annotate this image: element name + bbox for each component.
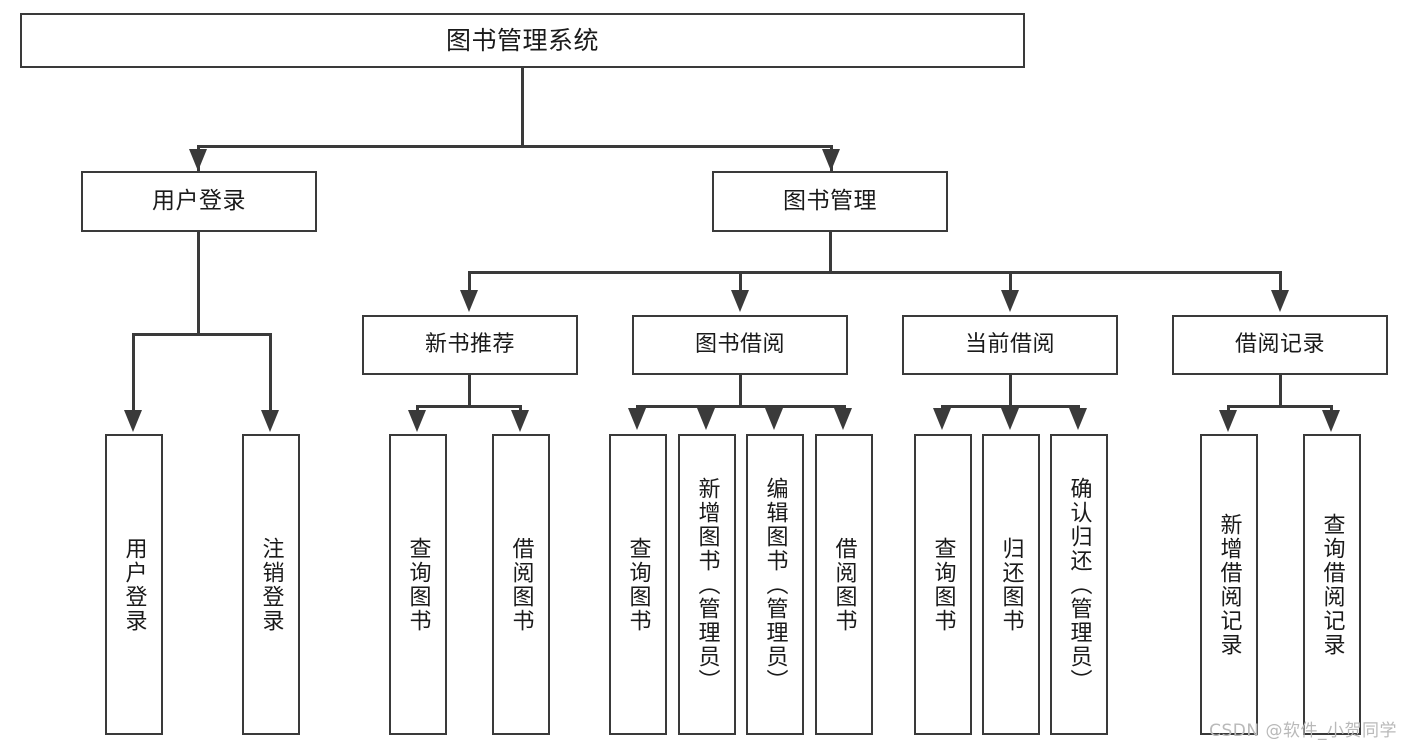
arrow-to-book-management (822, 149, 840, 171)
arrow-to-borrow-records (1271, 290, 1289, 312)
node-borrow-records[interactable]: 借阅记录 (1172, 315, 1388, 375)
edge-drop-new-book-recommend (468, 271, 471, 297)
node-label: 查询图书 (930, 536, 956, 633)
node-book-borrow[interactable]: 图书借阅 (632, 315, 848, 375)
edge-new-book-recommend-trunk (468, 375, 471, 407)
arrow-to-leaf-user-login-2 (261, 410, 279, 432)
edge-drop-current-borrow (1009, 271, 1012, 297)
node-label: 图书管理 (783, 188, 877, 215)
edge-drop-leaf-user-login-2 (269, 333, 272, 421)
edge-drop-book-borrow (739, 271, 742, 297)
edge-drop-borrow-records (1279, 271, 1282, 297)
node-root-book-management-system[interactable]: 图书管理系统 (20, 13, 1025, 68)
node-label: 用户登录 (121, 536, 147, 633)
arrow-to-leaf-borrow-4 (834, 408, 852, 430)
node-label: 查询图书 (625, 536, 651, 633)
edge-book-borrow-trunk (739, 375, 742, 407)
leaf-borrow-edit-book-admin[interactable]: 编辑图书（管理员） (746, 434, 804, 735)
node-new-book-recommend[interactable]: 新书推荐 (362, 315, 578, 375)
leaf-user-login-logout[interactable]: 注销登录 (242, 434, 300, 735)
edge-book-management-trunk (829, 232, 832, 273)
leaf-borrow-borrow-books[interactable]: 借阅图书 (815, 434, 873, 735)
leaf-recommend-borrow-books[interactable]: 借阅图书 (492, 434, 550, 735)
arrow-to-new-book-recommend (460, 290, 478, 312)
node-label: 查询借阅记录 (1319, 512, 1345, 657)
leaf-borrow-add-book-admin[interactable]: 新增图书（管理员） (678, 434, 736, 735)
arrow-to-leaf-user-login-1 (124, 410, 142, 432)
node-label: 新增图书（管理员） (694, 476, 720, 693)
arrow-to-leaf-current-2 (1001, 408, 1019, 430)
edge-user-login-bus (132, 333, 271, 336)
edge-borrow-records-bus (1227, 405, 1333, 408)
node-label: 借阅图书 (831, 536, 857, 633)
leaf-current-return-books[interactable]: 归还图书 (982, 434, 1040, 735)
arrow-to-leaf-current-1 (933, 408, 951, 430)
edge-new-book-recommend-bus (416, 405, 522, 408)
leaf-recommend-query-books[interactable]: 查询图书 (389, 434, 447, 735)
edge-level2-bus (197, 145, 833, 148)
arrow-to-leaf-borrow-2 (697, 408, 715, 430)
arrow-to-leaf-borrow-1 (628, 408, 646, 430)
leaf-borrow-query-books[interactable]: 查询图书 (609, 434, 667, 735)
arrow-to-book-borrow (731, 290, 749, 312)
edge-drop-leaf-user-login-1 (132, 333, 135, 421)
node-label: 确认归还（管理员） (1066, 476, 1092, 693)
node-label: 新增借阅记录 (1216, 512, 1242, 657)
arrow-to-leaf-recommend-2 (511, 410, 529, 432)
node-label: 新书推荐 (424, 332, 515, 358)
node-book-management[interactable]: 图书管理 (712, 171, 948, 232)
arrow-to-leaf-borrow-3 (765, 408, 783, 430)
edge-root-trunk (521, 68, 524, 147)
edge-book-borrow-bus (636, 405, 846, 408)
node-label: 借阅记录 (1234, 332, 1325, 358)
node-label: 查询图书 (405, 536, 431, 633)
csdn-watermark: CSDN @软件_小贺同学 (1209, 721, 1397, 741)
arrow-to-leaf-records-1 (1219, 410, 1237, 432)
edge-current-borrow-trunk (1009, 375, 1012, 407)
leaf-records-query-record[interactable]: 查询借阅记录 (1303, 434, 1361, 735)
node-label: 借阅图书 (508, 536, 534, 633)
leaf-records-add-record[interactable]: 新增借阅记录 (1200, 434, 1258, 735)
node-label: 编辑图书（管理员） (762, 476, 788, 693)
edge-user-login-trunk (197, 232, 200, 335)
arrow-to-leaf-current-3 (1069, 408, 1087, 430)
edge-level3-bus (468, 271, 1282, 274)
node-current-borrow[interactable]: 当前借阅 (902, 315, 1118, 375)
arrow-to-user-login (189, 149, 207, 171)
node-label: 用户登录 (152, 188, 246, 215)
node-label: 归还图书 (998, 536, 1024, 633)
leaf-current-query-books[interactable]: 查询图书 (914, 434, 972, 735)
arrow-to-leaf-recommend-1 (408, 410, 426, 432)
node-user-login[interactable]: 用户登录 (81, 171, 317, 232)
edge-borrow-records-trunk (1279, 375, 1282, 407)
arrow-to-leaf-records-2 (1322, 410, 1340, 432)
node-label: 当前借阅 (964, 332, 1055, 358)
node-label: 注销登录 (258, 536, 284, 633)
node-label: 图书管理系统 (445, 26, 599, 55)
leaf-user-login-login[interactable]: 用户登录 (105, 434, 163, 735)
leaf-current-confirm-return-admin[interactable]: 确认归还（管理员） (1050, 434, 1108, 735)
arrow-to-current-borrow (1001, 290, 1019, 312)
node-label: 图书借阅 (694, 332, 785, 358)
